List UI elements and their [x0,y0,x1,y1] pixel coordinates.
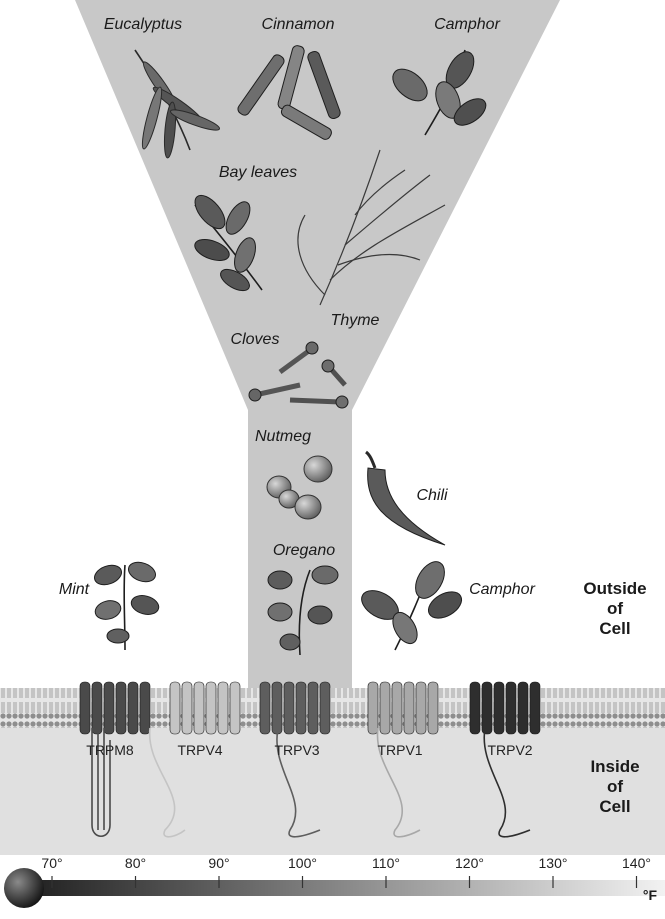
temperature-tick-group: 70° 80° 90° 100° 110° 120° 130° 140° [41,855,651,888]
channel-helix [259,681,271,735]
temperature-gradient-bar [20,880,665,896]
channel-helix [79,681,91,735]
channel-helix [181,681,193,735]
funnel-label-group: Eucalyptus Cinnamon Camphor Bay leaves T… [104,16,501,559]
nutmeg-label: Nutmeg [255,428,311,445]
cinnamon-label: Cinnamon [262,16,335,33]
channel-helix [127,681,139,735]
channel-helix [229,681,241,735]
channel-label: TRPM8 [86,742,134,758]
eucalyptus-illustration [134,49,220,159]
bay-leaves-label: Bay leaves [219,164,297,181]
thyme-label: Thyme [331,312,380,329]
channel-label: TRPV4 [177,742,222,758]
inside-of-cell-label: Inside of Cell [590,757,639,816]
temperature-tick-label: 70° [41,855,62,871]
channel-helix [505,681,517,735]
temperature-tick-label: 80° [125,855,146,871]
channel-helix [115,681,127,735]
camphor-top-illustration [392,49,487,136]
camphor-top-label: Camphor [434,16,500,33]
channel-helix [205,681,217,735]
channel-helix [169,681,181,735]
temperature-unit-label: °F [643,887,658,903]
channel-helix [517,681,529,735]
channel-helix [379,681,391,735]
channel-helix [271,681,283,735]
channel-label: TRPV1 [377,742,422,758]
cloves-label: Cloves [231,331,280,348]
channel-helix [469,681,481,735]
outside-word: Outside [583,579,646,598]
nutmeg-illustration [266,455,333,520]
channel-trpm8: TRPM8 [79,681,151,838]
channel-helix [283,681,295,735]
channel-helix [319,681,331,735]
channel-helix [307,681,319,735]
camphor-right-illustration [361,561,463,651]
temperature-tick-label: 140° [622,855,651,871]
mint-label: Mint [59,581,90,598]
mint-illustration [93,561,160,651]
channel-label: TRPV2 [487,742,532,758]
channel-tail [276,727,321,838]
temperature-tick-label: 110° [372,855,400,871]
channel-tail [149,727,186,838]
camphor-right-label: Camphor [469,581,535,598]
channel-helix [367,681,379,735]
bay-leaves-illustration [194,194,263,292]
channel-helix [481,681,493,735]
trp-channel-group: TRPM8 TRPV4 TRPV3 TRPV1 TRPV2 [79,681,541,838]
channel-trpv3: TRPV3 [259,681,331,838]
thermometer-bulb [4,868,44,908]
channel-helix [217,681,229,735]
temperature-tick-label: 120° [455,855,484,871]
channel-helix [529,681,541,735]
inside-of-word: of [607,777,623,796]
eucalyptus-label: Eucalyptus [104,16,182,33]
thyme-illustration [297,149,446,306]
channel-helix [139,681,151,735]
temperature-tick-label: 130° [539,855,568,871]
chili-label: Chili [416,487,448,504]
chili-illustration [365,450,446,546]
channel-helix [493,681,505,735]
channel-trpv4: TRPV4 [149,681,241,838]
channel-trpv2: TRPV2 [469,681,541,838]
channel-tail [91,728,111,838]
oregano-illustration [267,565,339,656]
temperature-tick-label: 100° [288,855,317,871]
channel-label: TRPV3 [274,742,319,758]
channel-helix [391,681,403,735]
outside-cell-word: Cell [599,619,630,638]
inside-word: Inside [590,757,639,776]
channel-tail [376,727,421,838]
channel-helix [295,681,307,735]
temperature-scale: 70° 80° 90° 100° 110° 120° 130° 140° °F [4,855,665,908]
cinnamon-illustration [237,45,341,140]
outside-of-word: of [607,599,623,618]
channel-trpv1: TRPV1 [367,681,439,838]
channel-helix [415,681,427,735]
channel-helix [403,681,415,735]
channel-helix [103,681,115,735]
channel-tail [483,727,531,838]
outside-label-group: Mint Chili Camphor [59,487,536,598]
channel-helix [193,681,205,735]
inside-cell-word: Cell [599,797,630,816]
outside-of-cell-label: Outside of Cell [583,579,646,638]
cloves-illustration [248,341,349,409]
channel-helix [427,681,439,735]
temperature-tick-label: 90° [208,855,229,871]
oregano-label: Oregano [273,542,335,559]
channel-helix [91,681,103,735]
